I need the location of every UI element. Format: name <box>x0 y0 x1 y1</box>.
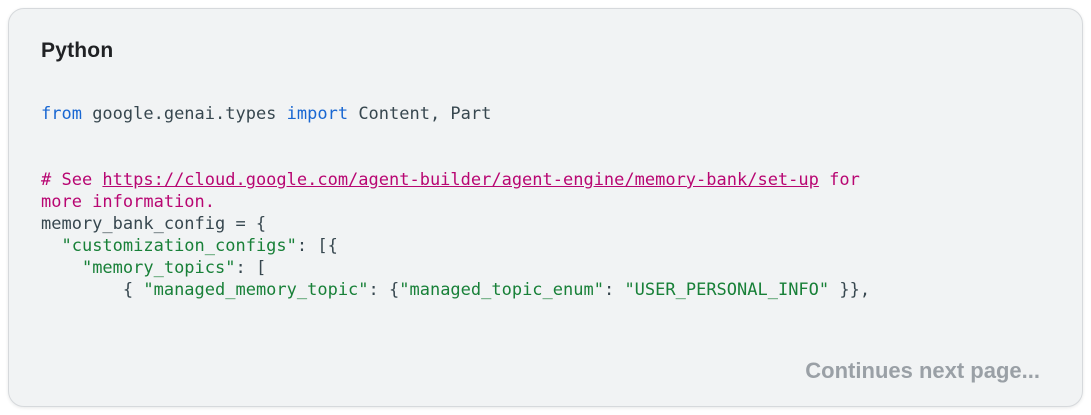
code-token-plain: google.genai.types <box>81 104 287 124</box>
memory-bank-setup-link[interactable]: https://cloud.google.com/agent-builder/a… <box>102 170 819 190</box>
code-sample-card: Python from google.genai.types import Co… <box>8 8 1083 407</box>
code-token-kw: from <box>41 104 82 124</box>
code-token-plain: }}, <box>829 280 871 300</box>
code-token-plain: memory_bank_config = { <box>41 214 267 234</box>
code-token-string: "customization_configs" <box>61 236 297 256</box>
code-token-string: "USER_PERSONAL_INFO" <box>624 280 830 300</box>
code-token-string: "managed_topic_enum" <box>399 280 604 300</box>
code-token-comment: for <box>818 170 860 190</box>
code-line: "memory_topics": [ <box>41 257 1050 279</box>
code-token-plain: : <box>603 280 625 300</box>
code-token-comment: more information. <box>41 192 215 212</box>
code-block: from google.genai.types import Content, … <box>41 103 1050 301</box>
code-token-plain: : [{ <box>296 236 338 256</box>
code-line: from google.genai.types import Content, … <box>41 103 1050 125</box>
code-token-plain: : { <box>368 280 400 300</box>
code-token-string: "managed_memory_topic" <box>143 280 369 300</box>
code-token-string: "memory_topics" <box>81 258 236 278</box>
code-line: memory_bank_config = { <box>41 213 1050 235</box>
code-line <box>41 125 1050 147</box>
code-token-kw: import <box>286 104 349 124</box>
continues-next-page-note: Continues next page... <box>805 358 1040 383</box>
code-token-plain: Content, Part <box>348 104 492 124</box>
code-token-plain: : [ <box>235 258 267 278</box>
code-line: "customization_configs": [{ <box>41 235 1050 257</box>
code-token-plain: { <box>41 280 144 300</box>
code-line: more information. <box>41 191 1050 213</box>
code-token-plain <box>41 258 82 278</box>
code-line: # See https://cloud.google.com/agent-bui… <box>41 169 1050 191</box>
code-language-title: Python <box>41 39 114 62</box>
code-line <box>41 147 1050 169</box>
code-token-plain <box>41 236 61 256</box>
code-line: { "managed_memory_topic": {"managed_topi… <box>41 279 1050 301</box>
code-token-comment: # See <box>41 170 103 190</box>
